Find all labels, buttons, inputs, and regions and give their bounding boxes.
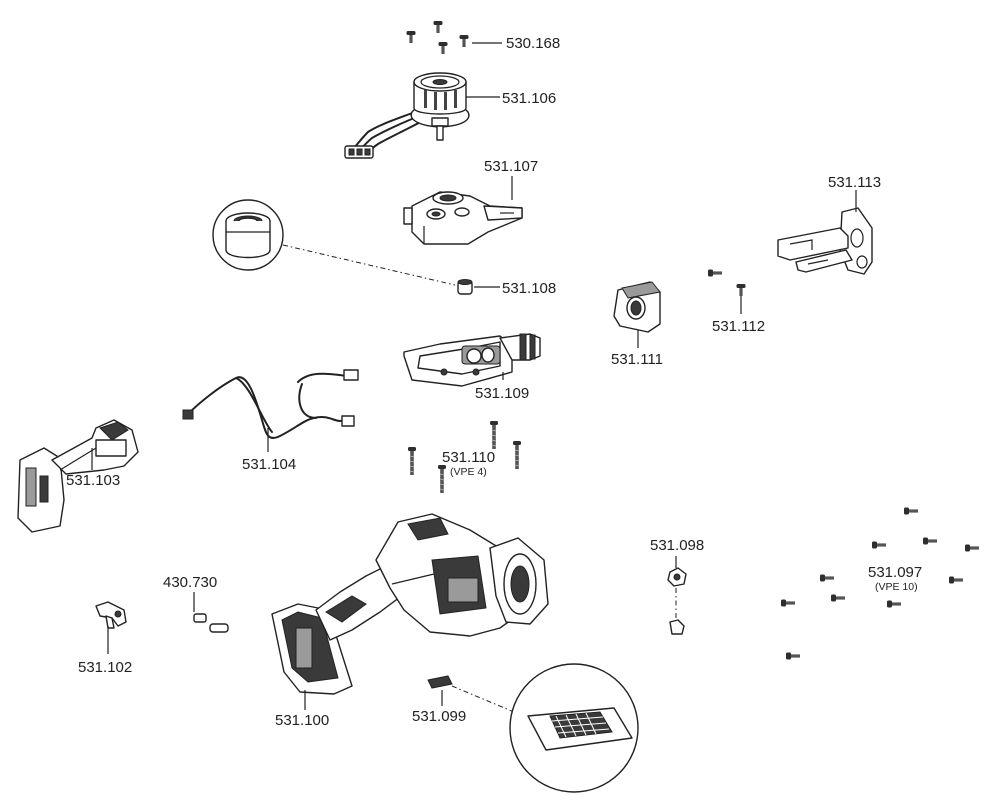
shoe-bracket — [777, 207, 873, 275]
label-531099: 531.099 — [412, 708, 466, 725]
nut-group-531098 — [667, 567, 687, 635]
label-531102: 531.102 — [78, 659, 132, 676]
trigger-switch — [17, 419, 139, 533]
vent-grille-zoom — [427, 663, 639, 793]
label-531112: 531.112 — [712, 318, 765, 335]
label-531098: 531.098 — [650, 537, 704, 554]
motor-assembly — [344, 72, 470, 159]
label-531104: 531.104 — [242, 456, 296, 473]
label-530168: 530.168 — [506, 35, 560, 52]
label-531100: 531.100 — [275, 712, 329, 729]
label-531107: 531.107 — [484, 158, 538, 175]
bearing-zoom — [212, 199, 473, 295]
leader-lines — [91, 42, 857, 710]
tool-body — [271, 513, 549, 695]
label-531108: 531.108 — [502, 280, 556, 297]
latch-part — [95, 601, 127, 629]
label-430730: 430.730 — [163, 574, 217, 591]
note-531110: (VPE 4) — [450, 466, 487, 478]
label-531109: 531.109 — [475, 385, 529, 402]
gearbox-tray — [403, 333, 541, 387]
part-labels: 530.168 531.106 531.107 531.113 531.108 … — [66, 35, 922, 729]
label-531110: 531.110 — [442, 449, 495, 466]
label-531111: 531.111 — [611, 351, 663, 368]
label-531113: 531.113 — [828, 174, 881, 191]
screw-group-531112 — [708, 269, 746, 296]
label-531103: 531.103 — [66, 472, 120, 489]
screw-group-530168 — [406, 21, 469, 54]
rubber-cover — [613, 281, 661, 333]
gear-housing — [403, 191, 523, 245]
wire-harness — [182, 369, 359, 439]
label-531106: 531.106 — [502, 90, 556, 107]
pin-part — [193, 613, 229, 633]
note-531097: (VPE 10) — [875, 581, 918, 593]
label-531097: 531.097 — [868, 564, 922, 581]
